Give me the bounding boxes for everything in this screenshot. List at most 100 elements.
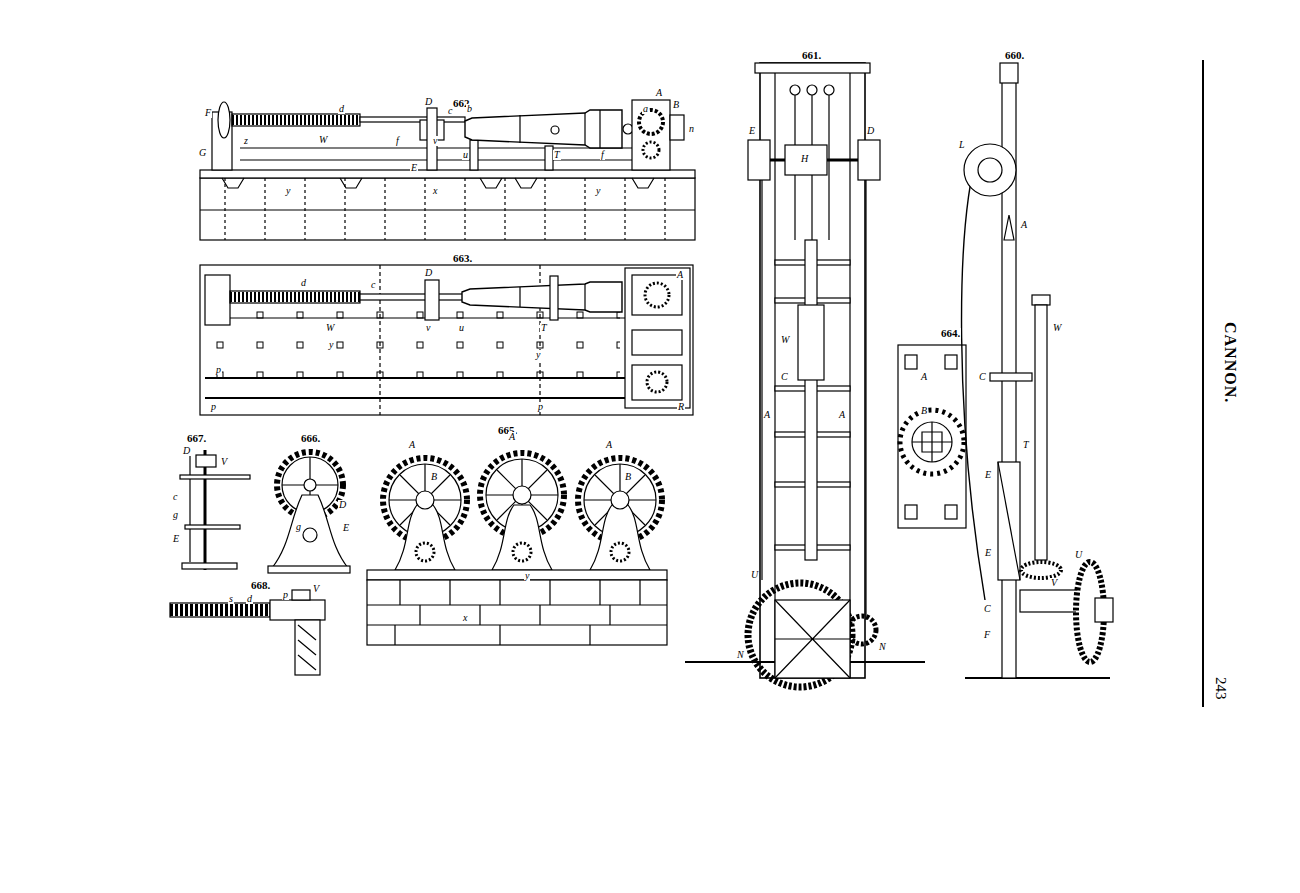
vertical-boring-frame-side [1021, 562, 1061, 578]
boring-machine-plan [625, 268, 690, 408]
boring-machine-plan [550, 276, 558, 320]
callout-letter: C [978, 372, 987, 382]
boring-machine-elevation [520, 110, 600, 148]
screw-and-shaft-section [292, 590, 310, 600]
vertical-boring-frame-side [962, 63, 1113, 678]
callout-letter: E [342, 523, 350, 533]
boring-machine-elevation [470, 140, 478, 170]
shaft-section [180, 450, 250, 570]
vertical-boring-frame-side [990, 373, 1032, 381]
boring-machine-plan [647, 372, 667, 392]
callout-letter: y [595, 186, 601, 196]
callout-letter: x [462, 613, 468, 623]
gear-train-elevation [492, 505, 552, 570]
vertical-boring-frame-side [964, 144, 1016, 196]
callout-letter: D [424, 97, 433, 107]
page-rule [1202, 60, 1204, 707]
page-number: 243 [1213, 676, 1228, 701]
boring-machine-elevation [200, 209, 695, 210]
callout-letter: D [182, 446, 191, 456]
callout-letter: B [920, 406, 928, 416]
callout-letter: z [243, 136, 249, 146]
callout-letter: A [408, 440, 416, 450]
boring-machine-elevation [465, 110, 622, 148]
callout-letter: A [763, 410, 771, 420]
callout-letter: H [800, 154, 809, 164]
screw-and-shaft-section [170, 604, 272, 616]
callout-letter: B [430, 472, 438, 482]
callout-letter: d [338, 104, 345, 114]
gear-train-elevation [513, 543, 531, 561]
screw-and-shaft-section [298, 625, 316, 670]
page-heading: CANNON. [1222, 322, 1238, 403]
boring-machine-plan [645, 283, 669, 307]
callout-letter: A [838, 410, 846, 420]
callout-letter: E [172, 534, 180, 544]
boring-machine-plan [632, 330, 682, 355]
callout-letter: b [466, 104, 473, 114]
boring-head-plan [945, 355, 957, 369]
boring-machine-elevation [200, 178, 695, 240]
vertical-boring-frame-side [1004, 215, 1014, 240]
gear-train-elevation [590, 505, 650, 570]
callout-letter: F [983, 630, 991, 640]
boring-machine-elevation [225, 178, 665, 240]
callout-letter: U [750, 570, 759, 580]
vertical-boring-frame-side [965, 677, 1110, 679]
boring-machine-plan [205, 275, 230, 325]
boring-machine-elevation [670, 115, 684, 140]
vertical-boring-frame-side [1095, 598, 1113, 622]
callout-letter: p [282, 590, 289, 600]
vertical-boring-frame-side [1035, 305, 1047, 560]
shaft-section [189, 455, 190, 562]
gear-train-elevation [416, 491, 434, 509]
screw-and-shaft-section [170, 603, 270, 617]
gear-train-elevation [395, 505, 455, 570]
vertical-boring-frame-side [1000, 63, 1018, 83]
callout-letter: s [228, 594, 234, 604]
boring-machine-plan [360, 294, 465, 300]
callout-letter: E [748, 126, 756, 136]
boring-machine-elevation [643, 142, 659, 158]
callout-letter: V [312, 584, 320, 594]
vertical-boring-frame-front [685, 63, 925, 687]
single-gear-pedestal [268, 566, 350, 573]
vertical-boring-frame-front [848, 616, 876, 644]
boring-machine-elevation [232, 114, 360, 126]
callout-letter: g [295, 522, 302, 532]
single-gear-pedestal [272, 495, 348, 568]
callout-letter: E [410, 163, 418, 173]
vertical-boring-frame-front [858, 140, 880, 180]
callout-letter: n [688, 124, 695, 134]
callout-letter: G [198, 148, 207, 158]
callout-letter: a [642, 104, 649, 114]
boring-machine-plan [230, 292, 360, 302]
callout-letter: D [338, 500, 347, 510]
gear-train-elevation [611, 543, 629, 561]
boring-machine-elevation [240, 147, 640, 148]
vertical-boring-frame-front [755, 63, 870, 73]
callout-letter: W [325, 323, 335, 333]
single-gear-pedestal [268, 452, 350, 573]
shaft-section [182, 563, 237, 569]
callout-letter: D [424, 268, 433, 278]
callout-letter: E [984, 548, 992, 558]
callout-letter: g [172, 510, 179, 520]
boring-head-plan [912, 422, 952, 462]
gear-train-elevation [611, 491, 629, 509]
boring-head-plan [912, 422, 952, 462]
callout-letter: y [285, 186, 291, 196]
screw-and-shaft-section [295, 620, 320, 675]
vertical-boring-frame-front [798, 305, 824, 380]
figure-number: 661. [801, 50, 822, 61]
figure-number: 668. [250, 580, 271, 591]
callout-letter: A [605, 440, 613, 450]
screw-and-shaft-section [270, 600, 325, 620]
boring-machine-elevation [200, 100, 695, 240]
callout-letter: f [395, 136, 400, 146]
gear-train-elevation [367, 580, 667, 645]
shaft-section [180, 475, 250, 479]
vertical-boring-frame-front [785, 145, 827, 175]
